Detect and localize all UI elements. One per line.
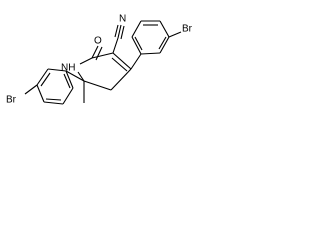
right-bromophenyl-ring bbox=[130, 20, 182, 70]
bond-ring-l2 bbox=[36, 68, 49, 86]
bond-cn-triple-b bbox=[114, 24, 119, 38]
bond-ring-l-inner-b bbox=[45, 98, 62, 101]
bond-ring-r3 bbox=[159, 20, 170, 38]
atom-label-bromine-right: Br bbox=[182, 24, 193, 35]
bond-c4-aryl-right bbox=[130, 53, 142, 70]
bond-c2-c3 bbox=[91, 52, 114, 59]
bond-ring-l-inner-c bbox=[63, 73, 71, 89]
bond-ring-l6 bbox=[65, 70, 74, 89]
bond-cn-triple-c bbox=[120, 25, 125, 40]
bond-ring-r6 bbox=[131, 36, 142, 55]
bond-nh-c2 bbox=[79, 57, 93, 65]
atom-label-bromine-left: Br bbox=[6, 95, 17, 106]
left-bromophenyl-ring bbox=[24, 68, 85, 105]
pyridinone-ring bbox=[77, 52, 132, 91]
bond-ring-l5 bbox=[62, 87, 74, 105]
bond-ring-r1 bbox=[140, 52, 161, 55]
bond-c6-nh bbox=[77, 71, 85, 82]
bond-ring-r5 bbox=[131, 20, 142, 38]
atom-label-nh: NH bbox=[61, 63, 75, 74]
bond-ring-to-br-right bbox=[168, 31, 182, 38]
bond-ring-l3 bbox=[36, 84, 45, 103]
bond-ring-r2 bbox=[159, 36, 170, 54]
atom-label-oxygen: O bbox=[94, 36, 102, 47]
bond-ring-l4 bbox=[43, 101, 64, 105]
bond-ring-l-inner-a bbox=[40, 72, 51, 87]
bond-ring-r-inner-a bbox=[158, 36, 167, 50]
bond-ring-to-br-left bbox=[24, 84, 38, 95]
bond-ring-l1 bbox=[47, 68, 67, 72]
bond-c6-aryl-left bbox=[65, 70, 85, 82]
carbonyl-group bbox=[91, 45, 103, 61]
bond-c4-c5 bbox=[110, 68, 132, 91]
chemical-structure: O N NH Br Br bbox=[6, 14, 193, 106]
bond-c3-c4 bbox=[112, 52, 132, 70]
bond-cn-triple-a bbox=[117, 24, 122, 39]
bond-c3-cn bbox=[112, 37, 119, 54]
atom-label-nitrogen: N bbox=[119, 14, 126, 25]
bond-ring-r-inner-c bbox=[134, 36, 143, 51]
bond-c2-o-double bbox=[95, 46, 103, 61]
bond-c5-c6 bbox=[83, 80, 112, 91]
bond-c2-o bbox=[91, 45, 99, 59]
nitrile-group bbox=[112, 24, 125, 54]
bond-c3-c4-double bbox=[111, 57, 128, 72]
